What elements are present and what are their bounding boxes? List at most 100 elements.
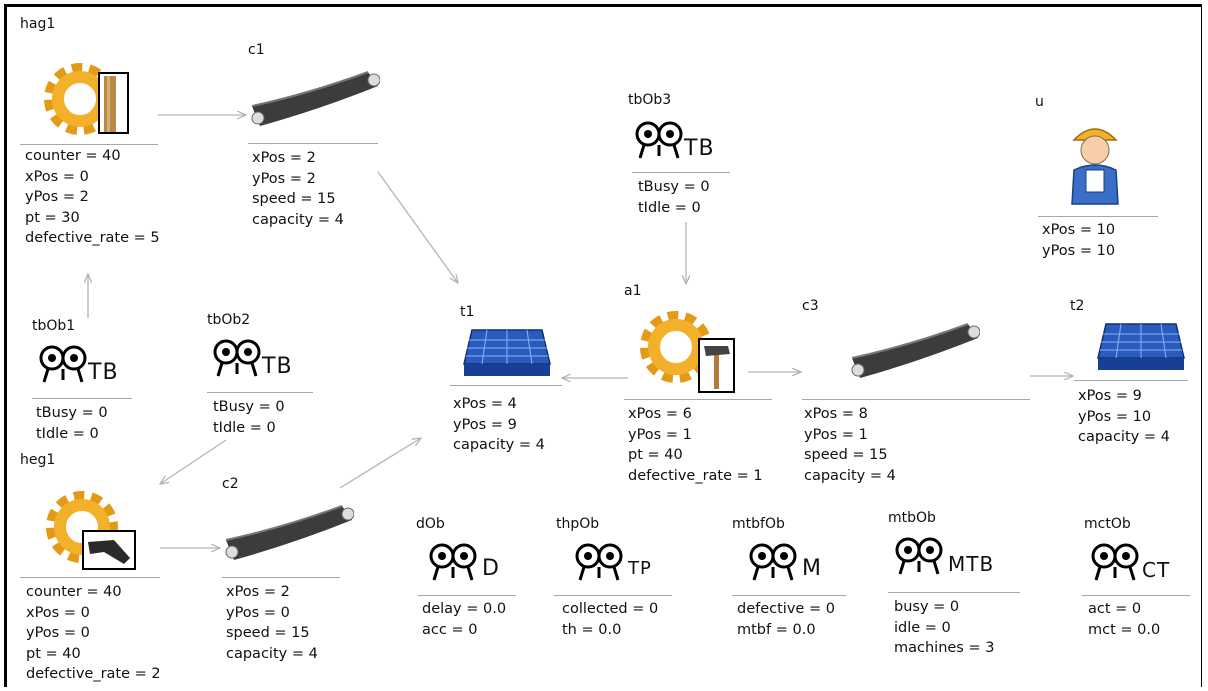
- attr-pt: pt = 40: [628, 447, 683, 463]
- attr-capacity: capacity = 4: [252, 211, 344, 228]
- node-tbOb2-name: tbOb2: [207, 312, 251, 328]
- conveyor-belt-icon: [222, 500, 355, 570]
- attr-idle: idle = 0: [894, 619, 951, 636]
- node-tbOb1-attributes: tBusy = 0 tIdle = 0: [36, 403, 108, 444]
- observer-label: TP: [628, 558, 652, 579]
- node-dOb-name: dOb: [416, 516, 445, 532]
- attr-xpos: xPos = 0: [26, 604, 90, 621]
- observer-label: MTB: [948, 552, 995, 576]
- attr-tidle: tIdle = 0: [36, 425, 99, 442]
- node-u-separator: [1038, 216, 1158, 217]
- node-mtbOb-separator: [888, 592, 1020, 593]
- attr-speed: speed = 15: [252, 191, 336, 207]
- node-mctOb-name: mctOb: [1084, 516, 1131, 532]
- node-t1-attributes: xPos = 4 yPos = 9 capacity = 4: [453, 394, 545, 456]
- attr-xpos: xPos = 8: [804, 406, 868, 422]
- attr-capacity: capacity = 4: [804, 467, 896, 484]
- attr-th: th = 0.0: [562, 621, 622, 638]
- arrow-c1-t1: [377, 171, 458, 283]
- attr-capacity: capacity = 4: [1078, 429, 1170, 445]
- attr-machines: machines = 3: [894, 640, 995, 656]
- attr-tidle: tIdle = 0: [213, 419, 276, 436]
- node-tbOb3-separator: [632, 172, 730, 173]
- node-tbOb2-separator: [207, 392, 313, 393]
- attr-ypos: yPos = 1: [804, 426, 868, 443]
- node-hag1-attributes: counter = 40 xPos = 0 yPos = 2 pt = 30 d…: [25, 146, 160, 249]
- arrow-tbOb2-heg1: [160, 439, 227, 484]
- conveyor-belt-icon: [848, 318, 981, 388]
- node-c3-name: c3: [802, 298, 819, 314]
- attr-ypos: yPos = 10: [1078, 408, 1152, 425]
- node-t1-name: t1: [460, 304, 475, 320]
- node-heg1-separator: [20, 577, 160, 578]
- observer-eyes-icon: [748, 540, 848, 592]
- node-tbOb3-attributes: tBusy = 0 tIdle = 0: [638, 177, 710, 218]
- observer-eyes-icon: [574, 540, 674, 592]
- node-u-attributes: xPos = 10 yPos = 10: [1042, 220, 1115, 261]
- tray-icon: [462, 326, 552, 384]
- node-heg1-attributes: counter = 40 xPos = 0 yPos = 0 pt = 40 d…: [26, 582, 161, 685]
- observer-eyes-icon: [894, 534, 994, 586]
- attr-xpos: xPos = 4: [453, 396, 517, 412]
- attr-mct: mct = 0.0: [1088, 621, 1161, 638]
- node-thpOb-name: thpOb: [556, 516, 600, 532]
- node-u-name: u: [1035, 94, 1044, 110]
- node-t2-separator: [1074, 380, 1188, 381]
- node-heg1-name: heg1: [20, 452, 56, 468]
- attr-defective-rate: defective_rate = 5: [25, 230, 160, 246]
- observer-label: M: [802, 556, 822, 581]
- node-t2-attributes: xPos = 9 yPos = 10 capacity = 4: [1078, 386, 1170, 448]
- node-tbOb1-name: tbOb1: [32, 318, 76, 334]
- wood-plank-icon: [98, 72, 129, 134]
- attr-ypos: yPos = 9: [453, 416, 517, 433]
- observer-label: TB: [684, 136, 715, 161]
- observer-eyes-icon: [428, 540, 528, 592]
- node-thpOb-separator: [554, 595, 672, 596]
- attr-mtbf: mtbf = 0.0: [737, 621, 816, 638]
- worker-icon: [1060, 118, 1130, 210]
- observer-eyes-icon: [38, 342, 138, 394]
- observer-label: CT: [1142, 558, 1171, 582]
- attr-ypos: yPos = 0: [26, 625, 90, 641]
- node-mctOb-separator: [1082, 595, 1190, 596]
- node-a1-separator: [624, 399, 772, 400]
- node-hag1-separator: [20, 144, 158, 145]
- arrow-c2-t1: [339, 438, 421, 489]
- attr-xpos: xPos = 0: [25, 168, 89, 185]
- attr-ypos: yPos = 10: [1042, 242, 1116, 259]
- attr-ypos: yPos = 2: [25, 189, 89, 205]
- attr-xpos: xPos = 6: [628, 406, 692, 422]
- attr-counter: counter = 40: [25, 148, 121, 164]
- attr-tbusy: tBusy = 0: [36, 405, 108, 421]
- node-c1-name: c1: [248, 42, 265, 58]
- node-c1-separator: [248, 143, 378, 144]
- node-c3-attributes: xPos = 8 yPos = 1 speed = 15 capacity = …: [804, 404, 896, 486]
- attr-ypos: yPos = 2: [252, 170, 316, 187]
- attr-xpos: xPos = 2: [252, 150, 316, 166]
- observer-label: TB: [88, 360, 119, 385]
- node-tbOb2-attributes: tBusy = 0 tIdle = 0: [213, 397, 285, 438]
- node-t1-separator: [450, 385, 562, 386]
- attr-tbusy: tBusy = 0: [638, 179, 710, 195]
- attr-tbusy: tBusy = 0: [213, 399, 285, 415]
- node-c2-separator: [222, 577, 340, 578]
- tray-icon: [1096, 320, 1186, 378]
- node-hag1-name: hag1: [20, 16, 56, 32]
- attr-xpos: xPos = 9: [1078, 388, 1142, 404]
- node-dOb-separator: [418, 595, 516, 596]
- node-c2-name: c2: [222, 476, 239, 492]
- node-a1-attributes: xPos = 6 yPos = 1 pt = 40 defective_rate…: [628, 404, 763, 486]
- attr-defective-rate: defective_rate = 2: [26, 666, 161, 682]
- attr-collected: collected = 0: [562, 601, 659, 617]
- attr-speed: speed = 15: [804, 447, 888, 463]
- observer-label: TB: [262, 354, 293, 379]
- attr-acc: acc = 0: [422, 621, 478, 638]
- node-mtbfOb-name: mtbfOb: [732, 516, 785, 532]
- conveyor-belt-icon: [248, 66, 381, 136]
- attr-speed: speed = 15: [226, 625, 310, 641]
- attr-capacity: capacity = 4: [226, 645, 318, 662]
- node-mtbOb-attributes: busy = 0 idle = 0 machines = 3: [894, 597, 994, 659]
- pliers-tool-icon: [82, 530, 136, 570]
